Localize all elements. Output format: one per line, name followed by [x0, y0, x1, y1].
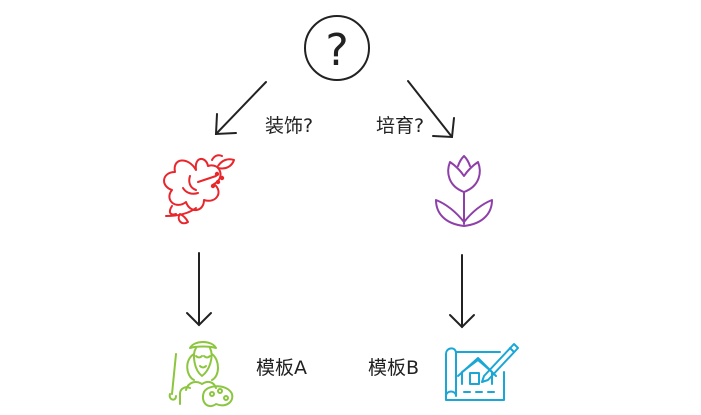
arrow-to-template-a	[186, 252, 212, 327]
arrow-to-cultivate	[407, 80, 455, 139]
cultivate-label: 培育?	[376, 115, 425, 137]
question-symbol: ?	[325, 25, 348, 76]
question-circle-icon: ?	[304, 15, 370, 81]
tulip-icon	[435, 155, 493, 227]
arrow-to-decorate	[214, 81, 267, 136]
hibiscus-flower-icon	[163, 154, 235, 225]
painter-artist-icon	[168, 341, 234, 408]
house-blueprint-icon	[445, 343, 519, 401]
template-a-label: 模板A	[256, 357, 307, 379]
decorate-label: 装饰?	[265, 115, 314, 137]
template-b-label: 模板B	[368, 357, 420, 379]
arrow-to-template-b	[449, 254, 475, 329]
